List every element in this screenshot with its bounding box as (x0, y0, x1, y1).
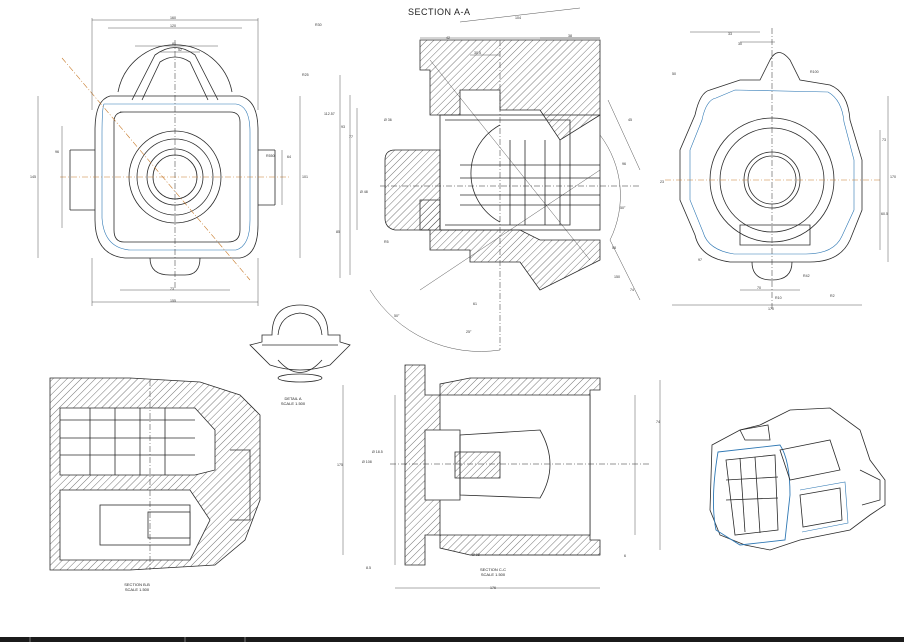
dim-label: 85 (336, 230, 340, 234)
dim-label: 74 (656, 420, 660, 424)
dim-label: 50 (672, 72, 676, 76)
dim-label: 96 (55, 150, 59, 154)
dim-label: 64 (287, 155, 291, 159)
dim-label: 170 (768, 307, 774, 311)
detail-a-label: DETAIL A (284, 396, 302, 401)
dim-label: 77 (349, 135, 353, 139)
dim-label: 155 (170, 299, 176, 303)
dim-label: Ø 48 (360, 190, 368, 194)
dim-label: Ø 18.5 (372, 450, 383, 454)
detail-a (249, 304, 351, 383)
dim-label: 38 (568, 34, 572, 38)
dim-label: R100 (810, 70, 819, 74)
isometric-view (709, 407, 886, 551)
dim-label: 74 (630, 288, 634, 292)
dim-label: 30.5 (474, 51, 481, 55)
dim-label: R42 (803, 274, 810, 278)
dim-label: 50° (620, 206, 626, 210)
section-a-a-title: SECTION A-A (408, 7, 471, 17)
dim-label: R550 (266, 154, 275, 158)
dim-label: 6 (624, 554, 626, 558)
section-b-b (49, 377, 261, 571)
dim-label: 58 (612, 246, 616, 250)
dim-label: 8.5 (366, 566, 371, 570)
section-a-a (339, 7, 641, 352)
bottom-frame (0, 637, 904, 642)
dim-label: 96 (622, 162, 626, 166)
dim-label: 23 (660, 180, 664, 184)
dim-label: 93 (341, 125, 345, 129)
dim-label: 33 (728, 32, 732, 36)
dim-label: R25 (302, 73, 309, 77)
dim-label: 30 (738, 42, 742, 46)
section-cc-label: SECTION C-C (480, 567, 506, 572)
dim-label: 50° (394, 314, 400, 318)
front-view (37, 18, 301, 306)
dim-label: 175 (337, 463, 343, 467)
dim-label: R2 (830, 294, 835, 298)
dim-label: Ø 36 (384, 118, 392, 122)
side-view (665, 28, 889, 310)
dim-label: 145 (30, 175, 36, 179)
detail-a-caption: DETAIL A SCALE 1.500 (268, 396, 318, 406)
dim-label: R5 (384, 240, 389, 244)
dim-label: 112.57 (324, 112, 335, 116)
dim-label: R30 (315, 23, 322, 27)
dim-label: 73 (170, 287, 174, 291)
dim-label: 25° (466, 330, 472, 334)
section-bb-label: SECTION B-B (124, 582, 150, 587)
dim-label: 73 (882, 138, 886, 142)
dim-label: Ø 92 (472, 553, 480, 557)
dim-label: 170 (890, 175, 896, 179)
dim-label: 61 (473, 302, 477, 306)
dim-label: 45 (628, 118, 632, 122)
dim-label: 104 (515, 16, 521, 20)
dim-label: 150 (614, 275, 620, 279)
dim-label: 97 (698, 258, 702, 262)
dim-label: 160 (170, 16, 176, 20)
dim-label: 42 (446, 36, 450, 40)
section-c-c (342, 364, 661, 589)
detail-a-scale: SCALE 1.500 (280, 401, 306, 406)
dim-label: 60.5 (881, 212, 888, 216)
section-bb-scale: SCALE 1.500 (124, 587, 150, 592)
dim-label: 70 (757, 286, 761, 290)
dim-label: R10 (775, 296, 782, 300)
section-cc-caption: SECTION C-C SCALE 1.500 (468, 567, 518, 577)
dim-label: 120 (170, 24, 176, 28)
dim-label: 176 (490, 586, 496, 590)
section-cc-scale: SCALE 1.500 (480, 572, 506, 577)
section-bb-caption: SECTION B-B SCALE 1.500 (112, 582, 162, 592)
dim-label: Ø 108 (362, 460, 372, 464)
dim-label: 81 (172, 42, 176, 46)
dim-label: 52 (178, 48, 182, 52)
dim-label: 101 (302, 175, 308, 179)
